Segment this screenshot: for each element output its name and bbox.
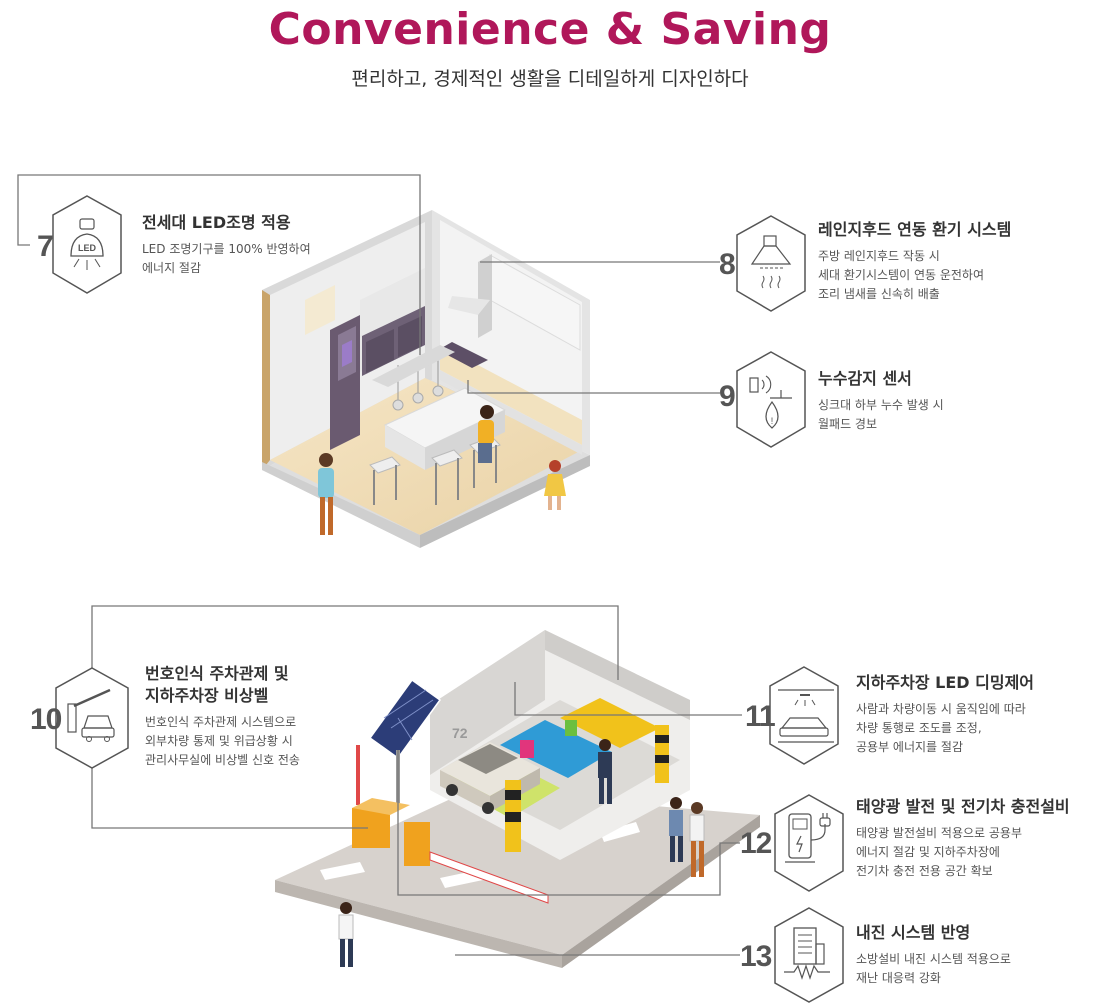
svg-text:!: ! <box>771 416 774 426</box>
page-subtitle: 편리하고, 경제적인 생활을 디테일하게 디자인하다 <box>351 68 749 90</box>
feature-number-13: 13 <box>740 940 772 973</box>
range-hood-icon <box>750 235 792 289</box>
parking-barrier <box>352 745 549 904</box>
feature-description: 태양광 발전설비 적용으로 공용부 에너지 절감 및 지하주차장에 전기차 충전… <box>856 826 1023 878</box>
feature-description: 소방설비 내진 시스템 적용으로 재난 대응력 강화 <box>856 952 1011 985</box>
feature-title: 누수감지 센서 <box>818 369 912 388</box>
parking-gate-icon <box>67 688 115 742</box>
person-walking-parking <box>598 739 612 804</box>
feature-description: 번호인식 주차관제 시스템으로 외부차량 통제 및 위급상황 시 관리사무실에 … <box>145 715 300 767</box>
person-woman-kitchen <box>478 405 494 463</box>
feature-description: 사람과 차량이동 시 움직임에 따라 차량 통행로 조도를 조정, 공용부 에너… <box>856 702 1026 754</box>
hexagon-10 <box>55 667 129 769</box>
person-front-parking <box>338 902 354 967</box>
hexagon-11 <box>769 666 839 765</box>
person-pair-parking <box>669 797 705 877</box>
hexagon-12 <box>774 794 844 892</box>
feature-number-10: 10 <box>30 703 62 736</box>
feature-13: 내진 시스템 반영 소방설비 내진 시스템 적용으로 재난 대응력 강화 <box>856 922 1011 988</box>
feature-9: 누수감지 센서 싱크대 하부 누수 발생 시 월패드 경보 <box>818 368 944 434</box>
parking-spot-number: 72 <box>452 725 468 741</box>
feature-7: 전세대 LED조명 적용 LED 조명기구를 100% 반영하여 에너지 절감 <box>142 212 311 278</box>
hexagon-9 <box>736 351 806 448</box>
leak-sensor-icon: ! <box>749 375 792 429</box>
svg-text:LED: LED <box>78 243 97 253</box>
solar-panel <box>368 678 442 810</box>
feature-title: 전세대 LED조명 적용 <box>142 213 291 232</box>
connector-lines <box>17 174 742 956</box>
feature-number-8: 8 <box>719 248 736 281</box>
parking-illustration: 72 <box>275 630 760 968</box>
feature-number-9: 9 <box>719 380 736 413</box>
feature-title: 내진 시스템 반영 <box>856 923 971 942</box>
hexagon-7 <box>52 195 122 294</box>
ev-car <box>440 742 540 814</box>
kitchen-illustration <box>262 210 590 548</box>
feature-description: LED 조명기구를 100% 반영하여 에너지 절감 <box>142 242 311 275</box>
feature-title: 번호인식 주차관제 및 지하주차장 비상벨 <box>145 664 289 705</box>
feature-11: 지하주차장 LED 디밍제어 사람과 차량이동 시 움직임에 따라 차량 통행로… <box>856 672 1034 757</box>
feature-8: 레인지후드 연동 환기 시스템 주방 레인지후드 작동 시 세대 환기시스템이 … <box>818 219 1011 304</box>
led-bulb-icon: LED <box>70 218 104 270</box>
feature-title: 태양광 발전 및 전기차 충전설비 <box>856 797 1070 816</box>
feature-number-11: 11 <box>745 700 776 733</box>
hexagon-13 <box>774 907 844 1003</box>
feature-10: 번호인식 주차관제 및 지하주차장 비상벨 번호인식 주차관제 시스템으로 외부… <box>145 663 300 770</box>
feature-title: 레인지후드 연동 환기 시스템 <box>818 220 1012 239</box>
feature-title: 지하주차장 LED 디밍제어 <box>856 673 1035 692</box>
feature-number-12: 12 <box>740 827 772 860</box>
page-title: Convenience & Saving <box>268 4 832 55</box>
feature-12: 태양광 발전 및 전기차 충전설비 태양광 발전설비 적용으로 공용부 에너지 … <box>856 796 1070 881</box>
feature-description: 주방 레인지후드 작동 시 세대 환기시스템이 연동 운전하여 조리 냄새를 신… <box>818 249 985 301</box>
feature-description: 싱크대 하부 누수 발생 시 월패드 경보 <box>818 398 944 431</box>
person-man-kitchen <box>318 453 334 535</box>
feature-number-7: 7 <box>37 230 54 263</box>
parking-led-icon <box>778 689 834 743</box>
person-child-kitchen <box>544 460 566 510</box>
ev-charger-icon <box>785 813 831 863</box>
seismic-building-icon <box>784 927 830 980</box>
